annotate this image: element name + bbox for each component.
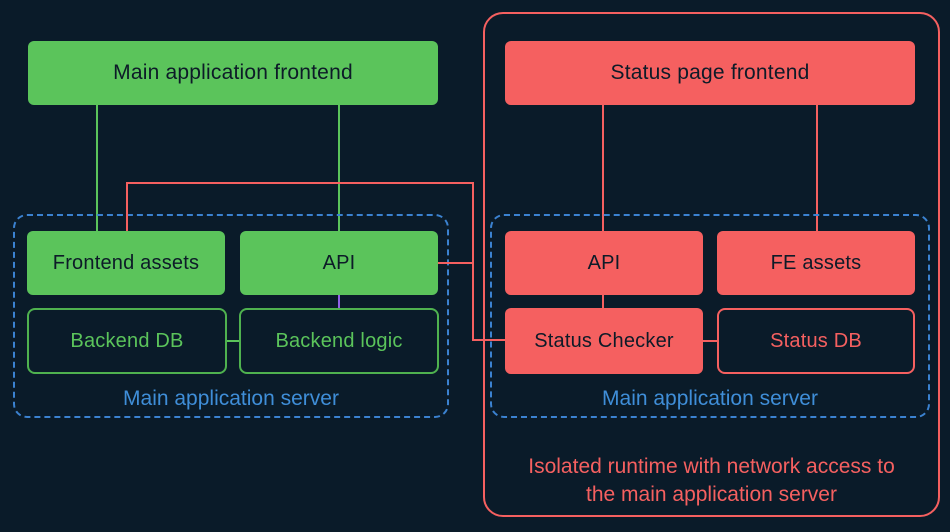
connector-statuschecker-frontendassets-v — [126, 182, 128, 231]
connector-backenddb-backendlogic — [227, 340, 239, 342]
frontend-assets-box: Frontend assets — [27, 231, 225, 295]
right-main-application-server-container — [490, 214, 930, 418]
left-api-box: API — [240, 231, 438, 295]
backend-db-label: Backend DB — [70, 329, 184, 352]
left-main-application-server-container — [13, 214, 449, 418]
connector-statusfrontend-feassets — [816, 105, 818, 232]
status-checker-label: Status Checker — [534, 329, 674, 352]
connector-api-backendlogic — [338, 295, 340, 308]
connector-statusfrontend-api — [602, 105, 604, 232]
backend-db-box: Backend DB — [27, 308, 227, 374]
status-page-frontend-box: Status page frontend — [505, 41, 915, 105]
connector-api-statuschecker — [602, 295, 604, 308]
status-db-box: Status DB — [717, 308, 915, 374]
connector-statuschecker-frontendassets-h — [126, 182, 474, 184]
right-server-label: Main application server — [602, 387, 818, 410]
status-db-label: Status DB — [770, 329, 862, 352]
caption-line-2: the main application server — [586, 483, 837, 506]
backend-logic-label: Backend logic — [275, 329, 403, 352]
caption-line-1: Isolated runtime with network access to — [528, 455, 895, 478]
connector-statuschecker-statusdb — [703, 340, 717, 342]
connector-statuschecker-mainapi-h — [438, 262, 474, 264]
connector-statuschecker-trunk-v — [472, 182, 474, 341]
fe-assets-box: FE assets — [717, 231, 915, 295]
isolated-runtime-container — [483, 12, 940, 517]
left-server-label: Main application server — [123, 387, 339, 410]
connector-mainfrontend-api — [338, 105, 340, 232]
frontend-assets-label: Frontend assets — [52, 251, 200, 274]
main-application-frontend-label: Main application frontend — [113, 61, 353, 84]
status-page-frontend-label: Status page frontend — [610, 61, 810, 84]
status-checker-box: Status Checker — [505, 308, 703, 374]
backend-logic-box: Backend logic — [239, 308, 439, 374]
right-api-label: API — [587, 251, 621, 274]
fe-assets-label: FE assets — [770, 251, 862, 274]
isolated-runtime-caption: Isolated runtime with network access to … — [483, 453, 940, 509]
left-api-label: API — [322, 251, 356, 274]
main-application-frontend-box: Main application frontend — [28, 41, 438, 105]
right-api-box: API — [505, 231, 703, 295]
connector-mainfrontend-frontendassets — [96, 105, 98, 232]
connector-statuschecker-entry-h — [472, 339, 506, 341]
